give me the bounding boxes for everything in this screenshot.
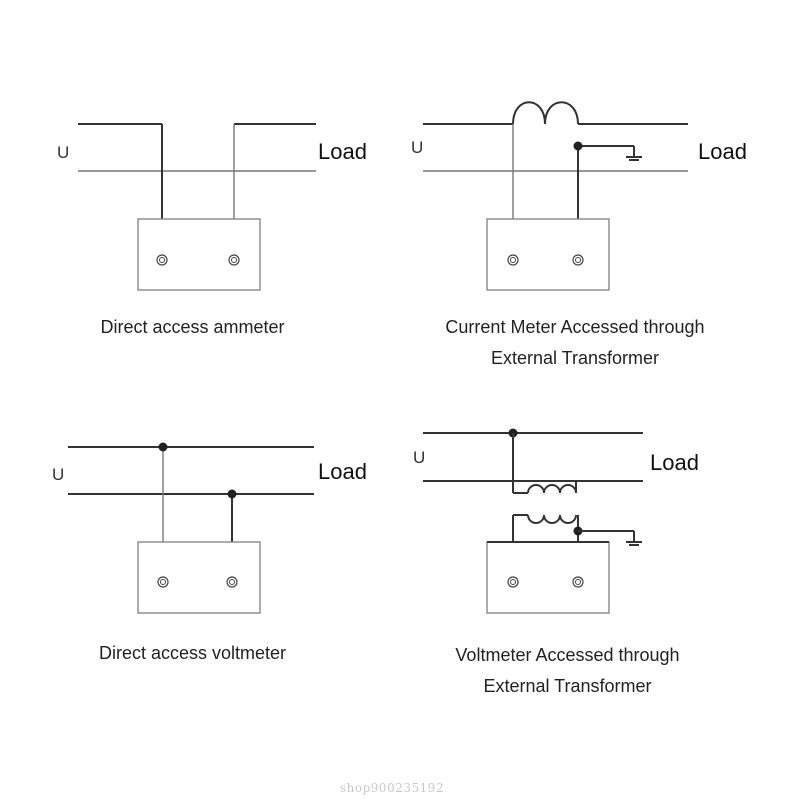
terminal-left [156,254,168,266]
meter-box [486,541,610,614]
load-label: Load [318,139,367,164]
panel-vt-voltmeter: U Load [413,428,699,614]
watermark: shop900235192 [340,781,445,795]
terminal-right [226,576,238,588]
source-label: U [411,138,423,157]
caption-ct-ammeter: Current Meter Accessed through External … [395,312,755,374]
meter-box [486,218,610,291]
load-label: Load [318,459,367,484]
load-label: Load [698,139,747,164]
caption-line: Direct access ammeter [100,317,285,337]
terminal-right [572,254,584,266]
panel-direct-voltmeter: U Load [52,442,367,614]
meter-box [137,218,261,291]
caption-line: Direct access voltmeter [98,643,287,663]
junction-dot [573,141,583,151]
terminal-left [507,254,519,266]
transformer-primary-coil [527,484,577,494]
terminal-left [507,576,519,588]
caption-vt-voltmeter: Voltmeter Accessed through External Tran… [385,640,750,702]
panel-direct-ammeter: U Load [57,123,367,291]
panel-ct-ammeter: U Load [411,101,747,291]
meter-box [137,541,261,614]
terminal-left [157,576,169,588]
caption-direct-ammeter: Direct access ammeter [40,312,345,343]
source-label: U [52,465,64,484]
terminal-right [228,254,240,266]
ground-icon [626,156,642,161]
terminal-right [572,576,584,588]
caption-line: Current Meter Accessed through [445,317,705,337]
transformer-secondary-coil [527,514,577,524]
current-transformer-coil [512,101,579,125]
caption-line: External Transformer [490,348,660,368]
caption-line: Voltmeter Accessed through [455,645,680,665]
caption-line: External Transformer [483,676,652,696]
source-label: U [57,143,69,162]
load-label: Load [650,450,699,475]
junction-dot [227,489,237,499]
junction-dot [158,442,168,452]
caption-direct-voltmeter: Direct access voltmeter [40,638,345,669]
source-label: U [413,448,425,467]
ground-icon [626,541,642,546]
